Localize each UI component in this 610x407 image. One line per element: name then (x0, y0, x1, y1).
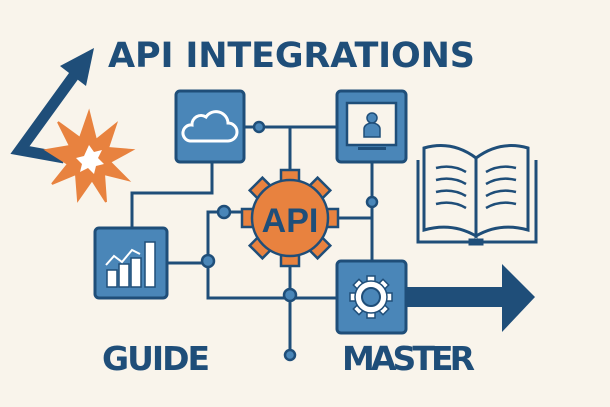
gear-icon (349, 275, 393, 319)
node (282, 287, 298, 303)
api-gear-icon: API (240, 168, 340, 268)
node (365, 195, 379, 209)
node (216, 204, 232, 220)
book-icon (416, 144, 538, 246)
api-hub-label: API (262, 202, 319, 240)
gear-box (335, 259, 408, 335)
title: API INTEGRATIONS (108, 36, 475, 76)
person-screen-icon (345, 101, 398, 150)
connector-nodes (200, 120, 379, 362)
starburst-icon (43, 108, 136, 203)
node (283, 348, 297, 362)
bar-chart-icon (105, 241, 156, 288)
master-label: MASTER (342, 339, 475, 378)
chart-box (93, 226, 169, 300)
cloud-icon (181, 110, 239, 143)
node (200, 253, 216, 269)
guide-label: GUIDE (102, 339, 210, 378)
arrow-right-icon (406, 264, 535, 332)
cloud-box (174, 89, 246, 164)
arrow-up-icon (10, 48, 94, 164)
node (252, 120, 266, 134)
person-screen-box (335, 89, 408, 164)
